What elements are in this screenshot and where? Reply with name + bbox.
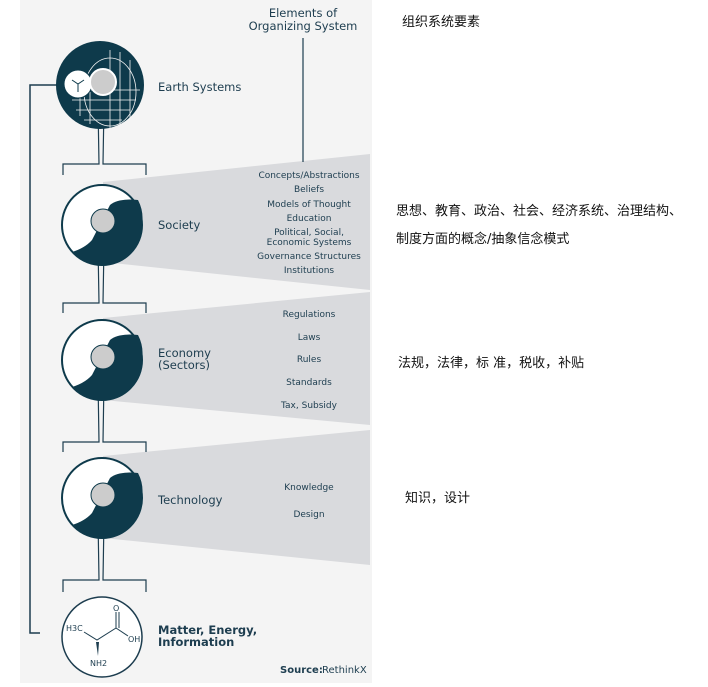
economy-circle-icon <box>61 319 143 401</box>
element-item: Political, Social, <box>274 228 344 238</box>
technology-fan <box>103 430 370 565</box>
level-label: (Sectors) <box>158 358 210 372</box>
level-label: Earth Systems <box>158 80 241 94</box>
element-item: Standards <box>286 378 332 388</box>
economy-fan <box>103 292 370 425</box>
brackets <box>62 104 147 592</box>
element-item: Laws <box>298 333 321 343</box>
molecule-circle-icon: O OH H3C NH2 <box>61 596 143 678</box>
technology-circle-icon <box>61 457 143 539</box>
element-item: Education <box>287 214 332 224</box>
molecule-oh: OH <box>128 635 140 644</box>
element-item: Institutions <box>284 266 335 276</box>
element-item: Economic Systems <box>267 238 352 248</box>
annotation-society-2: 制度方面的概念/抽象信念模式 <box>396 232 570 247</box>
molecule-nh2: NH2 <box>90 659 107 668</box>
annotation-technology: 知识，设计 <box>405 491 471 506</box>
level-label: Economy <box>158 346 211 360</box>
society-circle-icon <box>61 184 143 266</box>
molecule-o: O <box>113 604 119 613</box>
annotation-economy: 法规，法律，标 准，税收，补贴 <box>398 356 585 371</box>
feedback-line <box>29 84 62 634</box>
element-item: Models of Thought <box>267 200 351 210</box>
element-item: Rules <box>297 355 322 365</box>
level-label: Technology <box>157 493 223 507</box>
level-label: Information <box>158 635 234 649</box>
molecule-h3c: H3C <box>66 624 83 633</box>
element-item: Design <box>293 510 324 520</box>
element-item: Beliefs <box>294 185 324 195</box>
diagram-title-2: Organizing System <box>249 19 358 33</box>
element-item: Governance Structures <box>257 252 361 262</box>
society-fan <box>103 154 370 290</box>
level-label: Matter, Energy, <box>158 623 257 637</box>
element-item: Concepts/Abstractions <box>258 171 359 181</box>
globe-icon <box>56 41 144 129</box>
diagram-title: Elements of <box>269 6 338 20</box>
annotation-title: 组织系统要素 <box>402 15 481 30</box>
element-item: Knowledge <box>284 483 334 493</box>
level-label: Society <box>158 218 200 232</box>
element-item: Regulations <box>283 310 336 320</box>
annotation-society: 思想、教育、政治、社会、经济系统、治理结构、 <box>396 204 683 219</box>
source-label: Source: <box>280 665 323 676</box>
element-item: Tax, Subsidy <box>280 401 338 411</box>
source-name: RethinkX <box>322 665 367 676</box>
